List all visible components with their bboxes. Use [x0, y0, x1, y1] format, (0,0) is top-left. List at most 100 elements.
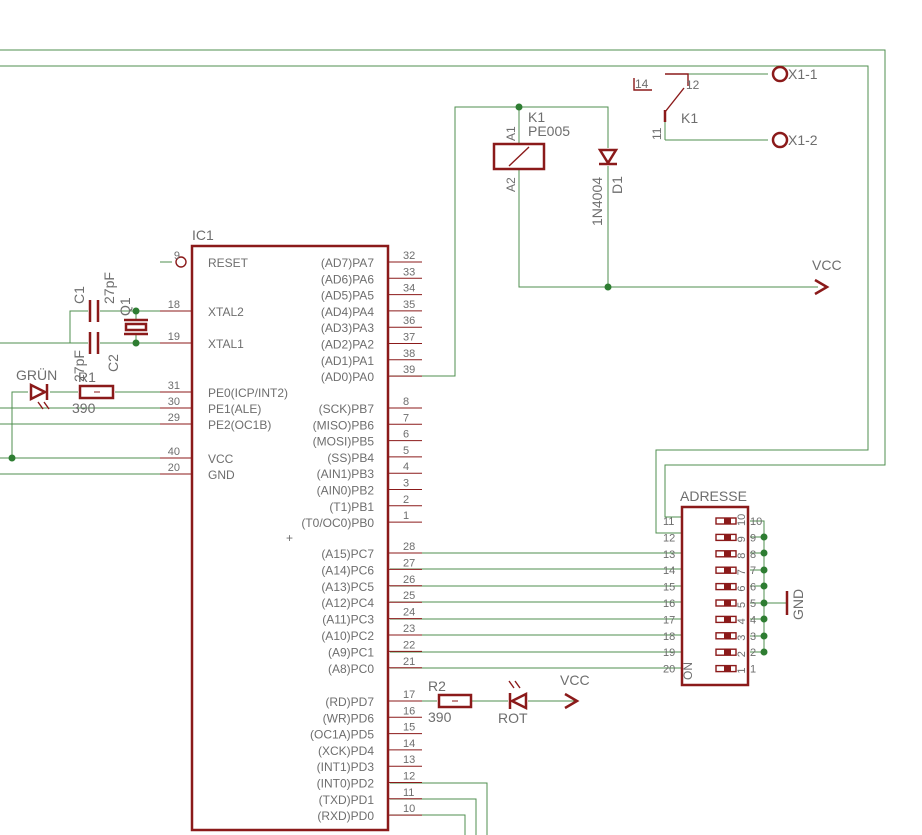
ic1-pin-name: (XCK)PD4	[318, 744, 374, 758]
dipswitch-knob	[724, 616, 731, 623]
ic1-pin-name: (WR)PD6	[323, 711, 375, 725]
dipswitch-left-pin: 18	[663, 631, 675, 643]
ic1-pin-number: 10	[403, 803, 415, 815]
junction	[760, 615, 768, 623]
contact-arm	[664, 87, 685, 113]
dipswitch-body-number: 7	[736, 569, 748, 575]
ic1-pin-number: 14	[403, 738, 415, 750]
terminal-x1-1-ring	[771, 65, 789, 83]
ic1-pin-number: 12	[403, 771, 415, 783]
contact-pin-12: 12	[686, 78, 700, 92]
diode-triangle	[597, 148, 619, 166]
ic1-pin-name: (RXD)PD0	[317, 809, 374, 823]
dipswitch-body-number: 5	[736, 602, 748, 608]
crystal-q1: Q1	[117, 297, 148, 336]
vcc-symbol-led: VCC	[560, 672, 590, 710]
wire-caps-gnd	[0, 310, 88, 344]
contact-pin-11: 11	[650, 127, 664, 140]
ic1-pin-name: (A11)PC3	[322, 613, 374, 627]
ic1-pin-name: VCC	[208, 452, 234, 466]
r2-name: R2	[428, 678, 446, 694]
ic1-pin-number: 28	[403, 541, 415, 553]
ic1-pin-name: (A9)PC1	[328, 645, 374, 659]
gnd-symbol: GND	[785, 589, 806, 620]
junction	[760, 582, 768, 590]
wire-led-left	[11, 391, 28, 458]
ic1-pin-name: XTAL2	[208, 305, 244, 319]
junction	[132, 339, 140, 347]
ic1-pin-number: 39	[403, 364, 415, 376]
dipswitch-body-number: 4	[736, 618, 748, 624]
dipswitch-right-pin: 1	[750, 664, 756, 676]
ic1-pin-number: 24	[403, 607, 415, 619]
led-green-ray	[43, 401, 50, 410]
ic1-pin-number: 9	[174, 250, 180, 262]
junction	[760, 632, 768, 640]
wire-top-outer	[0, 49, 886, 518]
ic1-pin-number: 33	[403, 266, 415, 278]
dipswitch-body-number: 9	[736, 536, 748, 542]
vcc-label: VCC	[812, 257, 842, 273]
dipswitch-left-pin: 20	[663, 664, 675, 676]
resistor-r1: R1 390	[72, 369, 115, 416]
ic1-pin-number: 34	[403, 283, 415, 295]
ic1-pin-number: 37	[403, 332, 415, 344]
ic1-pin-name: (MOSI)PB5	[313, 435, 375, 449]
relay-name: K1	[528, 109, 545, 125]
vcc-symbol-relay: VCC	[812, 257, 842, 296]
ic1-pin-number: 38	[403, 348, 415, 360]
dipswitch-right-pin: 7	[750, 565, 756, 577]
vcc-label: VCC	[560, 672, 590, 688]
ic1-pin-number: 35	[403, 299, 415, 311]
dipswitch-knob	[724, 583, 731, 590]
dipswitch-body	[680, 505, 750, 687]
ic1-pin-number: 31	[168, 380, 180, 392]
dipswitch-knob	[724, 534, 731, 541]
dipswitch-knob	[724, 518, 731, 524]
dipswitch-left-pin: 16	[663, 598, 675, 610]
wire-pd0	[390, 814, 466, 835]
junction	[760, 533, 768, 541]
junction	[760, 599, 768, 607]
dipswitch-right-pin: 9	[750, 532, 756, 544]
contact-pin-14: 14	[635, 77, 649, 91]
wire-top-inner	[0, 65, 869, 534]
ic1-pin-name: (AD5)PA5	[321, 289, 374, 303]
ic1-pin-number: 3	[403, 478, 409, 490]
ic1-pin-name: (AD0)PA0	[321, 370, 374, 384]
ic1-pin-name: (A15)PC7	[321, 547, 374, 561]
junction	[515, 103, 523, 111]
dipswitch-left-pin: 19	[663, 647, 675, 659]
r1-body	[78, 384, 115, 400]
c2-value: 27pF	[71, 350, 87, 382]
led-red: ROT	[498, 680, 528, 726]
ic1-right-pins: 32(AD7)PA733(AD6)PA634(AD5)PA535(AD4)PA4…	[301, 250, 422, 823]
wire-relay-pa0	[390, 106, 609, 377]
ic1-pin-number: 5	[403, 445, 409, 457]
led-red-ray	[508, 680, 515, 689]
ic1-pin-number: 17	[403, 689, 415, 701]
relay-pin-a1: A1	[504, 126, 518, 141]
ic1-pin-name: (AD1)PA1	[321, 354, 374, 368]
dipswitch-right-pin: 6	[750, 582, 756, 594]
terminal-x1-1: X1-1	[771, 65, 818, 83]
r1-name: R1	[78, 369, 96, 385]
relay-coil-diagonal	[508, 146, 530, 167]
ic1-pin-number: 29	[168, 412, 180, 424]
dipswitch-right-pin: 8	[750, 549, 756, 561]
dipswitch-left-pin: 13	[663, 549, 675, 561]
ic1-pin-name: PE0(ICP/INT2)	[208, 386, 288, 400]
junction	[8, 454, 16, 462]
ic1-pin-name: PE1(ALE)	[208, 402, 261, 416]
dipswitch-body-number: 8	[736, 553, 748, 559]
junction	[760, 648, 768, 656]
dipswitch-knob	[724, 649, 731, 656]
ic1-pin-name: (T0/OC0)PB0	[301, 516, 374, 530]
ic1-pin-name: (A10)PC2	[321, 629, 374, 643]
ic1-pin-number: 22	[403, 639, 415, 651]
capacitor-c2: C2 27pF	[71, 332, 121, 382]
diode-value: 1N4004	[589, 177, 605, 226]
led-green: GRÜN	[16, 366, 57, 410]
